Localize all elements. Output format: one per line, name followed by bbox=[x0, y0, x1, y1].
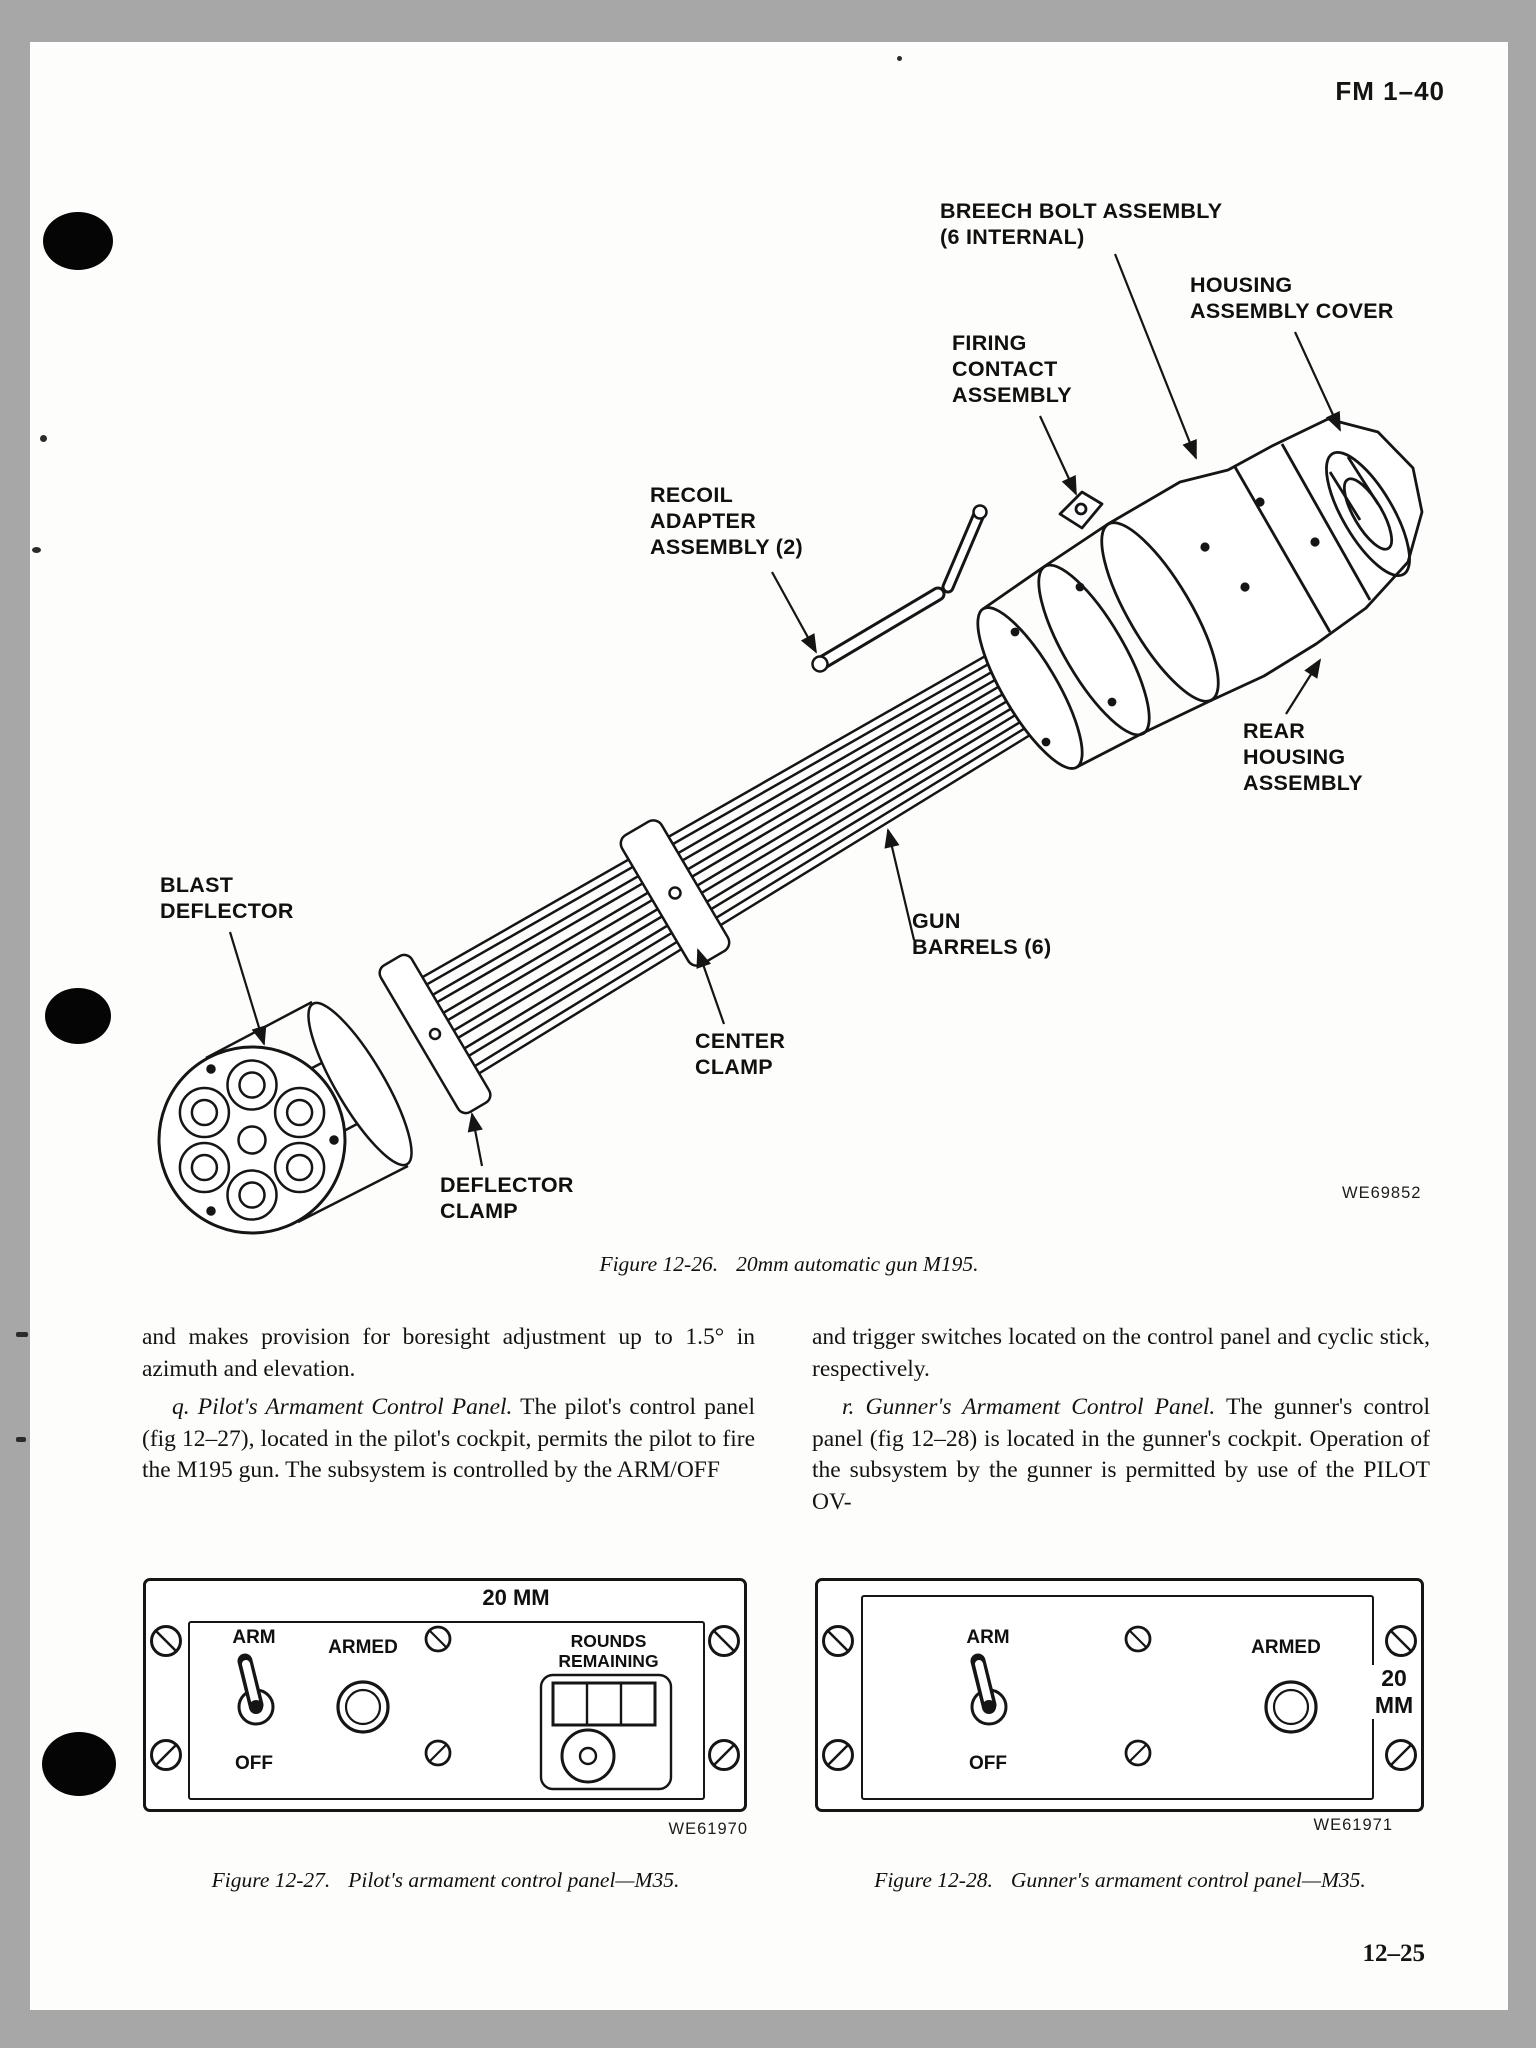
label-blast-deflector: BLAST DEFLECTOR bbox=[160, 873, 294, 923]
arm-label: ARM bbox=[232, 1627, 276, 1648]
label-firing-contact-assembly: FIRING CONTACT ASSEMBLY bbox=[952, 331, 1072, 407]
scan-speck bbox=[40, 435, 47, 442]
paragraph: and trigger switches located on the cont… bbox=[812, 1324, 1430, 1382]
body-column-right: and trigger switches located on the cont… bbox=[812, 1322, 1430, 1518]
leader-lines bbox=[228, 253, 1341, 1167]
armed-label: ARMED bbox=[1251, 1637, 1321, 1658]
scan-speck bbox=[16, 1437, 26, 1442]
panel-screw-icon bbox=[822, 1739, 854, 1771]
figure26-caption: Figure 12-26. 20mm automatic gun M195. bbox=[50, 1252, 1528, 1277]
paragraph-text: The pilot's control panel (fig 12–27), l… bbox=[142, 1394, 755, 1483]
arm-toggle-switch bbox=[237, 1653, 275, 1726]
figure26-caption-number: Figure 12-26. bbox=[599, 1252, 719, 1276]
label-breech-bolt-assembly: BREECH BOLT ASSEMBLY (6 INTERNAL) bbox=[940, 199, 1223, 249]
gun-barrels-drawing bbox=[402, 651, 1038, 1087]
paragraph: q. Pilot's Armament Control Panel. The p… bbox=[142, 1392, 755, 1487]
binder-hole bbox=[43, 212, 113, 270]
photo-id-figure26: WE69852 bbox=[1342, 1184, 1422, 1202]
off-label: OFF bbox=[969, 1753, 1007, 1774]
figure28-caption-number: Figure 12-28. bbox=[874, 1868, 993, 1892]
figure27-caption-number: Figure 12-27. bbox=[211, 1868, 331, 1892]
armed-indicator-light bbox=[336, 1680, 390, 1734]
binder-hole bbox=[42, 1732, 116, 1796]
body-column-left: and makes provision for boresight adjust… bbox=[142, 1322, 755, 1487]
figure27-caption-text: Pilot's armament control panel—M35. bbox=[348, 1868, 680, 1892]
clamps-drawing bbox=[378, 819, 731, 1115]
paragraph: and makes provision for boresight adjust… bbox=[142, 1324, 755, 1382]
paragraph-lead: q. Pilot's Armament Control Panel. bbox=[172, 1394, 513, 1420]
label-housing-assembly-cover: HOUSING ASSEMBLY COVER bbox=[1190, 273, 1394, 323]
page-number: 12–25 bbox=[1362, 1940, 1426, 1967]
scan-speck bbox=[897, 56, 902, 61]
panel-face-outline bbox=[188, 1621, 705, 1800]
panel-screw-icon bbox=[1385, 1625, 1417, 1657]
doc-code: FM 1–40 bbox=[1335, 76, 1445, 106]
blast-deflector-drawing bbox=[157, 1000, 413, 1235]
panel-screw-icon bbox=[708, 1625, 740, 1657]
caliber-label: 20 MM bbox=[1368, 1665, 1420, 1719]
armed-label: ARMED bbox=[328, 1637, 398, 1658]
scan-speck bbox=[32, 547, 41, 553]
rear-housing-drawing bbox=[976, 417, 1424, 770]
panel-screw-icon bbox=[1124, 1739, 1152, 1767]
label-gun-barrels: GUN BARRELS (6) bbox=[912, 909, 1052, 959]
caliber-label: 20 MM bbox=[464, 1585, 568, 1611]
panel-screw-icon bbox=[708, 1739, 740, 1771]
label-deflector-clamp: DEFLECTOR CLAMP bbox=[440, 1173, 574, 1223]
label-center-clamp: CENTER CLAMP bbox=[695, 1029, 786, 1079]
panel-screw-icon bbox=[1124, 1625, 1152, 1653]
gun-diagram bbox=[157, 253, 1424, 1235]
gunner-armament-panel: ARM OFF ARMED 20 MM bbox=[815, 1578, 1424, 1812]
paragraph-text: The gunner's control panel (fig 12–28) i… bbox=[812, 1394, 1430, 1515]
figure27-caption: Figure 12-27. Pilot's armament control pa… bbox=[143, 1868, 748, 1893]
figure26-caption-text: 20mm automatic gun M195. bbox=[736, 1252, 979, 1276]
figure28-caption-text: Gunner's armament control panel—M35. bbox=[1010, 1868, 1366, 1892]
label-recoil-adapter-assembly: RECOIL ADAPTER ASSEMBLY (2) bbox=[650, 483, 803, 559]
armed-indicator-light bbox=[1264, 1680, 1318, 1734]
panel-screw-icon bbox=[822, 1625, 854, 1657]
photo-id-figure28: WE61971 bbox=[1313, 1816, 1393, 1834]
panel-screw-icon bbox=[150, 1739, 182, 1771]
off-label: OFF bbox=[235, 1753, 273, 1774]
rounds-remaining-label: ROUNDS REMAINING bbox=[558, 1631, 659, 1671]
pilot-armament-panel: ARM OFF ARMED 20 MM ROUNDS REMAINING bbox=[143, 1578, 747, 1812]
panel-screw-icon bbox=[424, 1739, 452, 1767]
panel-screw-icon bbox=[424, 1625, 452, 1653]
manual-page: FM 1–40 bbox=[30, 42, 1508, 2010]
photo-id-figure27: WE61970 bbox=[668, 1820, 748, 1838]
paragraph-lead: r. Gunner's Armament Control Panel. bbox=[842, 1394, 1216, 1420]
paragraph: r. Gunner's Armament Control Panel. The … bbox=[812, 1392, 1430, 1518]
arm-label: ARM bbox=[966, 1627, 1010, 1648]
scan-speck bbox=[16, 1332, 28, 1337]
panel-screw-icon bbox=[150, 1625, 182, 1657]
rounds-counter bbox=[539, 1673, 673, 1791]
panel-screw-icon bbox=[1385, 1739, 1417, 1771]
binder-hole bbox=[45, 988, 111, 1044]
arm-toggle-switch bbox=[970, 1653, 1008, 1726]
recoil-adapter-drawing bbox=[811, 504, 988, 673]
figure28-caption: Figure 12-28. Gunner's armament control p… bbox=[815, 1868, 1425, 1893]
label-rear-housing-assembly: REAR HOUSING ASSEMBLY bbox=[1243, 719, 1363, 795]
